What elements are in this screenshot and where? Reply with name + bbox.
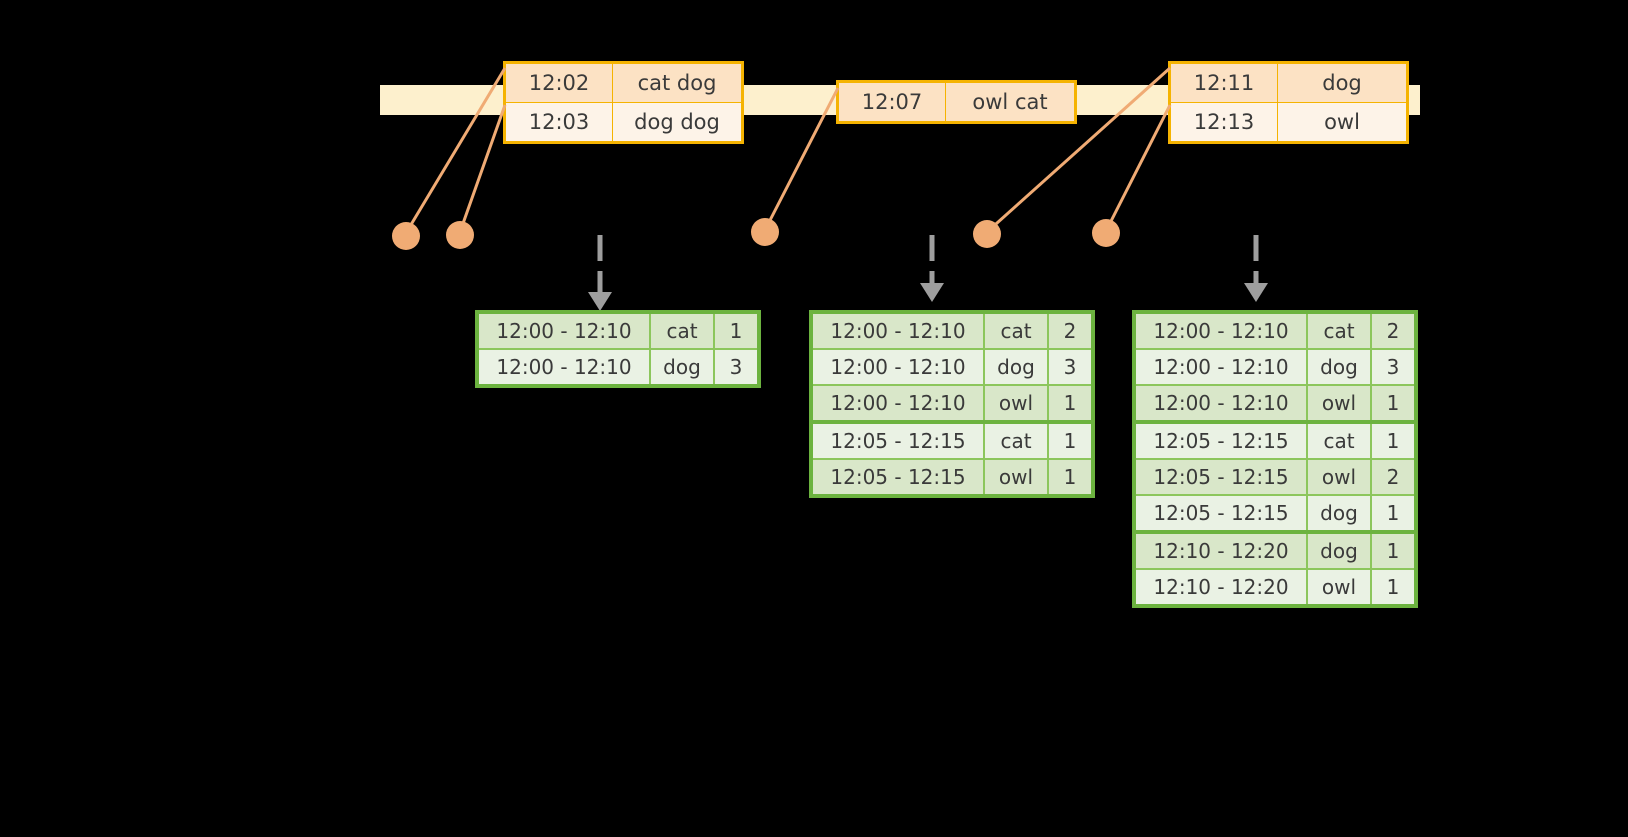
table-row[interactable]: 12:00 - 12:10 owl 1 bbox=[810, 384, 1094, 424]
connector-line bbox=[1104, 104, 1172, 232]
arrival-dot bbox=[446, 221, 474, 249]
event-words: cat dog bbox=[612, 62, 743, 103]
event-words: owl cat bbox=[945, 81, 1076, 123]
table-row[interactable]: 12:05 - 12:15 owl 2 bbox=[1133, 458, 1417, 496]
word-cell: owl bbox=[1306, 384, 1372, 424]
arrival-dot bbox=[751, 218, 779, 246]
count-cell: 1 bbox=[1370, 421, 1417, 460]
window-cell: 12:00 - 12:10 bbox=[476, 311, 651, 350]
dashed-arrow-to-result-1 bbox=[588, 235, 612, 311]
window-cell: 12:05 - 12:15 bbox=[810, 421, 985, 460]
table-row[interactable]: 12:00 - 12:10 cat 1 bbox=[476, 311, 760, 350]
event-row[interactable]: 12:07 owl cat bbox=[837, 81, 1076, 123]
count-cell: 1 bbox=[1047, 384, 1094, 424]
window-cell: 12:05 - 12:15 bbox=[1133, 421, 1308, 460]
window-cell: 12:00 - 12:10 bbox=[810, 348, 985, 386]
window-cell: 12:00 - 12:10 bbox=[1133, 348, 1308, 386]
event-words: dog dog bbox=[612, 102, 743, 143]
table-row[interactable]: 12:00 - 12:10 dog 3 bbox=[476, 348, 760, 387]
word-cell: dog bbox=[649, 348, 715, 387]
word-cell: owl bbox=[983, 384, 1049, 424]
arrival-dot bbox=[1092, 219, 1120, 247]
window-cell: 12:00 - 12:10 bbox=[1133, 384, 1308, 424]
window-cell: 12:05 - 12:15 bbox=[1133, 458, 1308, 496]
event-time: 12:03 bbox=[504, 102, 613, 143]
event-words: dog bbox=[1277, 62, 1408, 103]
table-row[interactable]: 12:10 - 12:20 dog 1 bbox=[1133, 531, 1417, 570]
word-cell: cat bbox=[1306, 421, 1372, 460]
count-cell: 3 bbox=[1370, 348, 1417, 386]
event-time: 12:02 bbox=[504, 62, 613, 103]
event-row[interactable]: 12:02 cat dog bbox=[504, 62, 743, 103]
table-row[interactable]: 12:00 - 12:10 dog 3 bbox=[1133, 348, 1417, 386]
connector-line bbox=[458, 104, 507, 233]
count-cell: 1 bbox=[1370, 531, 1417, 570]
word-cell: dog bbox=[983, 348, 1049, 386]
result-table-2[interactable]: 12:00 - 12:10 cat 2 12:00 - 12:10 dog 3 … bbox=[809, 310, 1095, 498]
count-cell: 2 bbox=[1047, 311, 1094, 350]
event-row[interactable]: 12:03 dog dog bbox=[504, 102, 743, 143]
event-row[interactable]: 12:11 dog bbox=[1169, 62, 1408, 103]
table-row[interactable]: 12:00 - 12:10 owl 1 bbox=[1133, 384, 1417, 424]
result-table-1[interactable]: 12:00 - 12:10 cat 1 12:00 - 12:10 dog 3 bbox=[475, 310, 761, 388]
word-cell: cat bbox=[983, 311, 1049, 350]
dashed-arrow-to-result-3 bbox=[1244, 235, 1268, 302]
word-cell: dog bbox=[1306, 531, 1372, 570]
result-table-3[interactable]: 12:00 - 12:10 cat 2 12:00 - 12:10 dog 3 … bbox=[1132, 310, 1418, 608]
count-cell: 1 bbox=[1047, 458, 1094, 497]
event-time: 12:11 bbox=[1169, 62, 1278, 103]
window-cell: 12:00 - 12:10 bbox=[810, 311, 985, 350]
word-cell: owl bbox=[1306, 458, 1372, 496]
count-cell: 1 bbox=[713, 311, 760, 350]
arrival-dot bbox=[392, 222, 420, 250]
count-cell: 2 bbox=[1370, 458, 1417, 496]
event-time: 12:13 bbox=[1169, 102, 1278, 143]
event-time: 12:07 bbox=[837, 81, 946, 123]
window-cell: 12:00 - 12:10 bbox=[810, 384, 985, 424]
window-cell: 12:05 - 12:15 bbox=[810, 458, 985, 497]
word-cell: cat bbox=[649, 311, 715, 350]
window-cell: 12:10 - 12:20 bbox=[1133, 531, 1308, 570]
count-cell: 3 bbox=[1047, 348, 1094, 386]
table-row[interactable]: 12:00 - 12:10 dog 3 bbox=[810, 348, 1094, 386]
word-cell: dog bbox=[1306, 348, 1372, 386]
window-cell: 12:00 - 12:10 bbox=[476, 348, 651, 387]
word-cell: owl bbox=[1306, 568, 1372, 607]
window-cell: 12:05 - 12:15 bbox=[1133, 494, 1308, 534]
event-box-group-2[interactable]: 12:07 owl cat bbox=[836, 80, 1077, 124]
table-row[interactable]: 12:00 - 12:10 cat 2 bbox=[1133, 311, 1417, 350]
count-cell: 1 bbox=[1047, 421, 1094, 460]
arrival-dot bbox=[973, 220, 1001, 248]
count-cell: 1 bbox=[1370, 384, 1417, 424]
count-cell: 3 bbox=[713, 348, 760, 387]
table-row[interactable]: 12:00 - 12:10 cat 2 bbox=[810, 311, 1094, 350]
event-row[interactable]: 12:13 owl bbox=[1169, 102, 1408, 143]
table-row[interactable]: 12:05 - 12:15 cat 1 bbox=[810, 421, 1094, 460]
table-row[interactable]: 12:05 - 12:15 owl 1 bbox=[810, 458, 1094, 497]
word-cell: dog bbox=[1306, 494, 1372, 534]
table-row[interactable]: 12:10 - 12:20 owl 1 bbox=[1133, 568, 1417, 607]
window-cell: 12:00 - 12:10 bbox=[1133, 311, 1308, 350]
table-row[interactable]: 12:05 - 12:15 dog 1 bbox=[1133, 494, 1417, 534]
event-words: owl bbox=[1277, 102, 1408, 143]
event-box-group-3[interactable]: 12:11 dog 12:13 owl bbox=[1168, 61, 1409, 144]
table-row[interactable]: 12:05 - 12:15 cat 1 bbox=[1133, 421, 1417, 460]
count-cell: 2 bbox=[1370, 311, 1417, 350]
count-cell: 1 bbox=[1370, 494, 1417, 534]
dashed-arrow-to-result-2 bbox=[920, 235, 944, 302]
count-cell: 1 bbox=[1370, 568, 1417, 607]
word-cell: cat bbox=[1306, 311, 1372, 350]
event-box-group-1[interactable]: 12:02 cat dog 12:03 dog dog bbox=[503, 61, 744, 144]
word-cell: cat bbox=[983, 421, 1049, 460]
word-cell: owl bbox=[983, 458, 1049, 497]
window-cell: 12:10 - 12:20 bbox=[1133, 568, 1308, 607]
